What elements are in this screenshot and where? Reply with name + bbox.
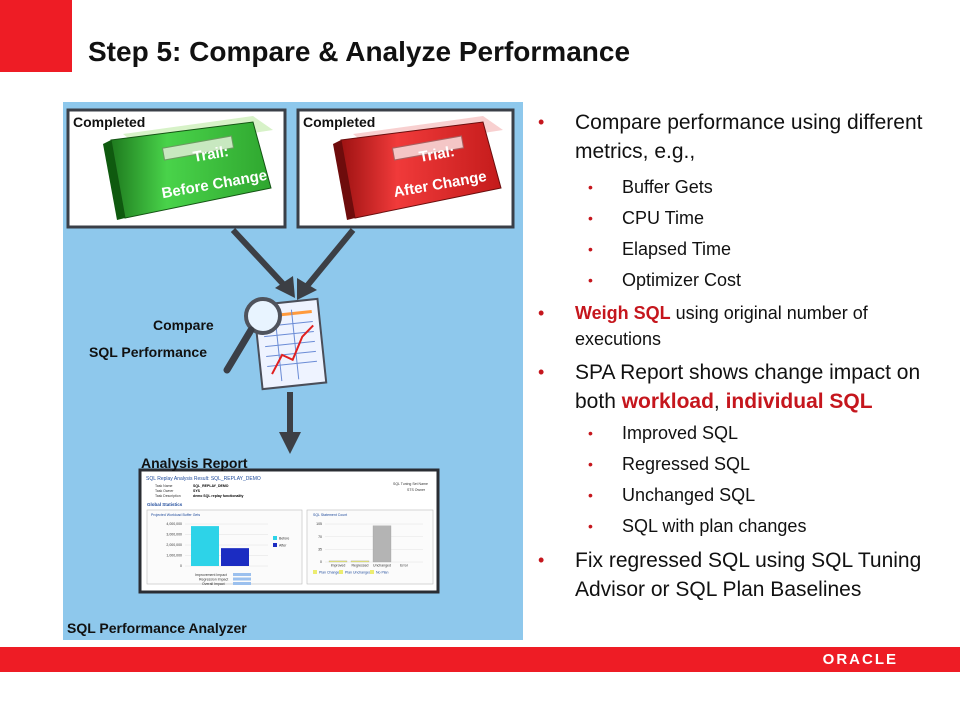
svg-text:Overall Impact: Overall Impact <box>202 582 225 586</box>
analysis-report-label: Analysis Report <box>141 455 248 471</box>
sub-bullet: Regressed SQL <box>538 449 948 480</box>
svg-text:STS Owner: STS Owner <box>407 488 426 492</box>
right-chart-categories: Improved Regressed Unchanged Error <box>331 564 409 568</box>
slide-title: Step 5: Compare & Analyze Performance <box>88 36 631 67</box>
spa-text-a: SPA Report shows change impact on both <box>575 361 921 413</box>
weigh-sql-text: using original number of executions <box>575 303 868 349</box>
bullet-list: Compare performance using different metr… <box>538 108 948 610</box>
footer-bar: ORACLE <box>0 647 960 672</box>
left-tick-label: 0 <box>180 564 182 568</box>
bullet-fix-regressed: Fix regressed SQL using SQL Tuning Advis… <box>538 546 948 604</box>
svg-text:Task Description: Task Description <box>155 494 181 498</box>
report-header: SQL Replay Analysis Result: SQL_REPLAY_D… <box>146 476 261 482</box>
svg-text:Task Name: Task Name <box>155 484 173 488</box>
svg-text:SYS: SYS <box>193 489 201 493</box>
book-before-change-icon <box>103 116 273 220</box>
right-chart-bars <box>328 525 392 563</box>
sub-bullet: Improved SQL <box>538 418 948 449</box>
bullet-spa-report: SPA Report shows change impact on both w… <box>538 358 948 416</box>
sub-bullet: Elapsed Time <box>538 234 948 265</box>
svg-text:Improvement Impact: Improvement Impact <box>195 573 227 577</box>
bullet-compare-metrics: Compare performance using different metr… <box>538 108 948 166</box>
corner-accent <box>0 0 72 72</box>
workload-emphasis: workload <box>621 390 714 413</box>
left-tick-label: 1,000,000 <box>166 554 182 558</box>
down-arrow <box>279 392 301 454</box>
svg-text:Regression Impact: Regression Impact <box>199 578 228 582</box>
weigh-sql-emphasis: Weigh SQL <box>575 303 671 323</box>
compare-label-line2: SQL Performance <box>89 344 208 360</box>
right-tick-label: 105 <box>316 522 322 526</box>
diagram-svg: SQL Replay Analysis Result: SQL_REPLAY_D… <box>66 108 515 594</box>
svg-text:Global Statistics: Global Statistics <box>147 502 183 507</box>
diagram-panel: SQL Replay Analysis Result: SQL_REPLAY_D… <box>63 102 523 640</box>
right-tick-label: 0 <box>320 560 322 564</box>
sub-bullet: SQL with plan changes <box>538 511 948 542</box>
svg-text:No Plan: No Plan <box>376 571 389 575</box>
svg-text:Plan Changed: Plan Changed <box>319 571 341 575</box>
right-category-label: Error <box>400 564 409 568</box>
right-bar-unchanged <box>372 525 392 563</box>
svg-text:Plan Unchanged: Plan Unchanged <box>345 571 371 575</box>
left-tick-label: 4,000,000 <box>166 522 182 526</box>
svg-text:SQL Tuning Set Name: SQL Tuning Set Name <box>393 482 428 486</box>
spa-text-b: , <box>713 390 726 413</box>
compare-performance-icon <box>223 297 328 391</box>
left-tick-label: 3,000,000 <box>166 533 182 537</box>
svg-text:demo SQL replay functionality: demo SQL replay functionality <box>193 494 244 498</box>
bullet-weigh-sql: Weigh SQL using original number of execu… <box>538 300 948 352</box>
book-after-change-icon <box>333 116 503 220</box>
svg-text:SQL_REPLAY_DEMO: SQL_REPLAY_DEMO <box>193 484 229 488</box>
svg-text:SQL Statement Count: SQL Statement Count <box>313 513 347 517</box>
left-bar-after <box>221 548 249 566</box>
right-tick-label: 35 <box>318 548 322 552</box>
sub-bullet: Unchanged SQL <box>538 480 948 511</box>
individual-sql-emphasis: individual SQL <box>725 390 873 413</box>
right-category-label: Regressed <box>352 564 369 568</box>
right-tick-label: 70 <box>318 535 322 539</box>
right-category-label: Unchanged <box>373 564 391 568</box>
panel-label: SQL Performance Analyzer <box>67 620 247 636</box>
left-tick-label: 2,000,000 <box>166 543 182 547</box>
right-bar-improved <box>328 560 348 563</box>
right-category-label: Improved <box>331 564 346 568</box>
analysis-report-thumbnail: SQL Replay Analysis Result: SQL_REPLAY_D… <box>138 468 440 594</box>
box-right-status: Completed <box>303 114 376 130</box>
left-chart-bars <box>191 526 249 566</box>
svg-text:After: After <box>279 544 287 548</box>
oracle-logo: ORACLE <box>822 651 898 668</box>
svg-text:Task Owner: Task Owner <box>155 489 174 493</box>
svg-text:Projected Workload Buffer Gets: Projected Workload Buffer Gets <box>151 513 200 517</box>
merge-arrows <box>230 227 356 300</box>
compare-label-line1: Compare <box>153 317 214 333</box>
left-bar-before <box>191 526 219 566</box>
svg-text:Before: Before <box>279 537 289 541</box>
sub-bullet: Buffer Gets <box>538 172 948 203</box>
right-bar-regressed <box>350 560 370 563</box>
sub-bullet: Optimizer Cost <box>538 265 948 296</box>
sub-bullet: CPU Time <box>538 203 948 234</box>
box-left-status: Completed <box>73 114 146 130</box>
